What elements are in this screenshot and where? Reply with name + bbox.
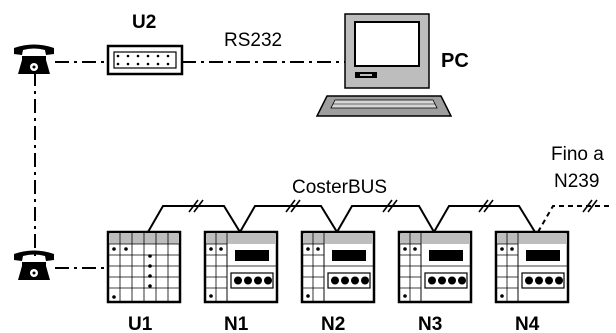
- unit-label-u1: U1: [128, 314, 153, 333]
- bus-extension-line: [537, 205, 612, 233]
- modem-icon: [106, 44, 184, 76]
- bus-line: [147, 205, 536, 235]
- telephone-icon: [14, 250, 54, 280]
- node-unit-n3: [397, 230, 473, 304]
- node-units: [203, 230, 570, 304]
- node-unit-n4: [494, 230, 570, 304]
- telephone-icon: [14, 44, 54, 74]
- master-unit-u1: [106, 230, 182, 304]
- node-unit-n1: [203, 230, 279, 304]
- unit-label-n4: N4: [515, 314, 540, 333]
- extension-note-line1: Fino a: [551, 144, 604, 165]
- unit-label-n2: N2: [321, 314, 345, 333]
- pc-label: PC: [441, 50, 469, 72]
- node-unit-n2: [300, 230, 376, 304]
- bus-cable-markers: [188, 199, 494, 213]
- bus-label: CosterBUS: [292, 177, 387, 198]
- rs232-label: RS232: [224, 30, 282, 51]
- computer-icon: [315, 13, 453, 117]
- unit-label-n3: N3: [418, 314, 442, 333]
- extension-note-line2: N239: [554, 171, 599, 192]
- unit-label-n1: N1: [224, 314, 249, 333]
- bus-extension-marker: [582, 199, 598, 213]
- unit-labels: U1 N1 N2 N3 N4: [128, 314, 540, 333]
- modem-label: U2: [132, 12, 156, 33]
